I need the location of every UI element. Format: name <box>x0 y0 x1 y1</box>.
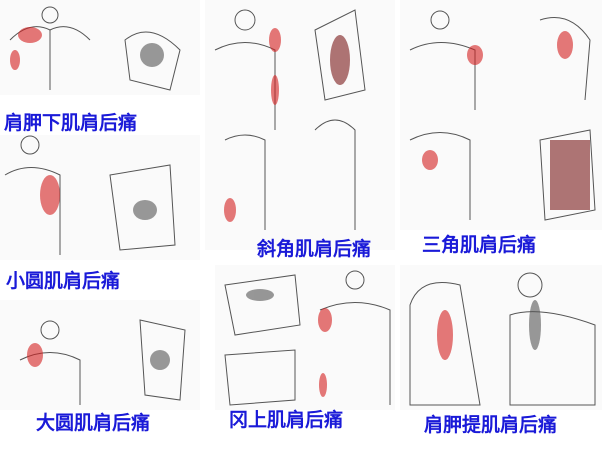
teres-major-illustration <box>0 300 200 410</box>
deltoid-label: 三角肌肩后痛 <box>422 234 537 256</box>
supraspinatus-illustration <box>215 265 395 410</box>
deltoid-illustration <box>400 0 602 230</box>
scalene-label: 斜角肌肩后痛 <box>257 238 372 260</box>
teres-minor-label: 小圆肌肩后痛 <box>6 270 121 292</box>
levator-scapulae-illustration <box>400 265 602 410</box>
levator-scapulae-label: 肩胛提肌肩后痛 <box>424 414 558 436</box>
subscapularis-illustration <box>0 0 200 95</box>
supraspinatus-label: 冈上肌肩后痛 <box>229 409 344 431</box>
teres-major-label: 大圆肌肩后痛 <box>36 412 151 434</box>
teres-minor-illustration <box>0 135 200 260</box>
subscapularis-label: 肩胛下肌肩后痛 <box>4 112 138 134</box>
scalene-illustration <box>205 0 395 250</box>
